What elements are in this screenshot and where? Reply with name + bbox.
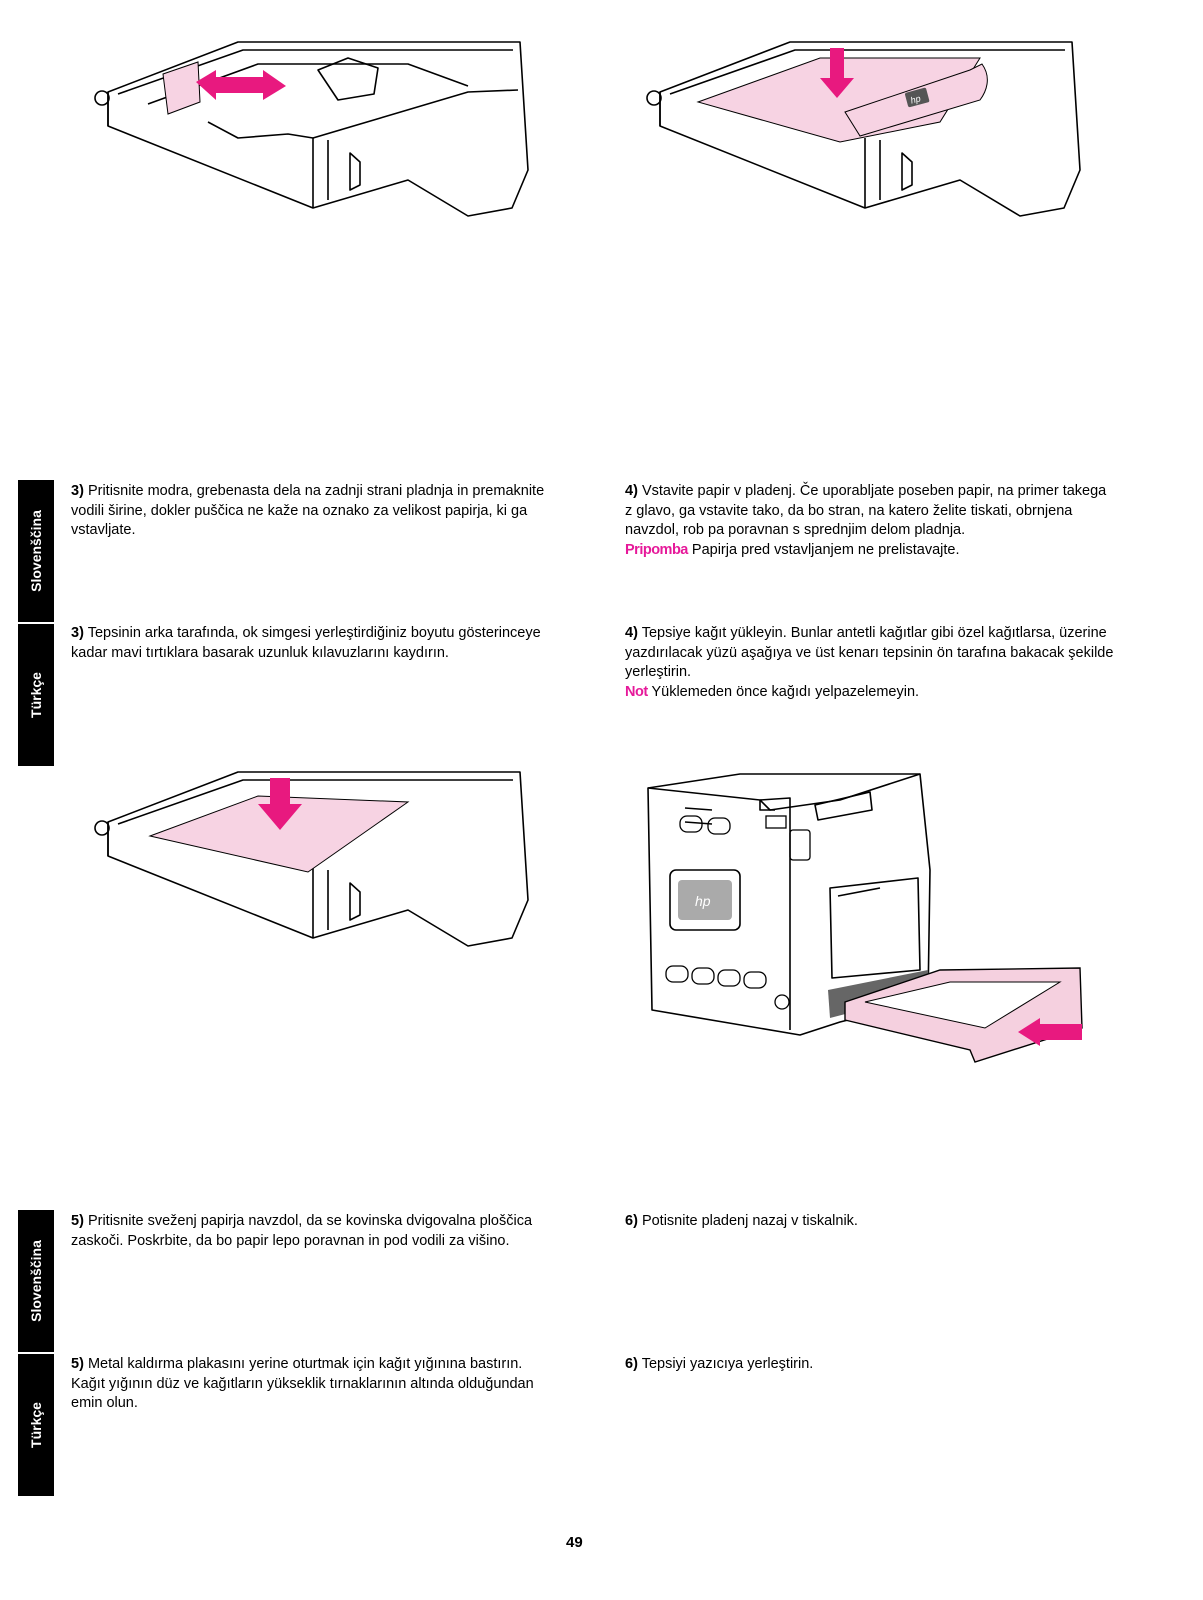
step-text: Pritisnite sveženj papirja navzdol, da s… — [71, 1213, 533, 1249]
step-text: Vstavite papir v pladenj. Če uporabljate… — [625, 483, 1107, 538]
tray-load-paper-illustration: hp — [646, 41, 1081, 217]
note-label: Not — [625, 683, 648, 700]
step-number: 4) — [625, 625, 638, 641]
step-5-sl: 5) Pritisnite sveženj papirja navzdol, d… — [71, 1212, 551, 1251]
step-text: Tepsiyi yazıcıya yerleştirin. — [641, 1356, 814, 1372]
step-number: 6) — [625, 1356, 638, 1372]
tab-slovenscina-bottom: Slovenščina — [18, 1210, 54, 1352]
note-text: Papirja pred vstavljanjem ne prelistavaj… — [691, 541, 960, 558]
step-4-sl: 4) Vstavite papir v pladenj. Če uporablj… — [625, 482, 1115, 560]
magenta-left-arrow — [1018, 1018, 1082, 1046]
step-number: 6) — [625, 1213, 638, 1229]
paper-stack — [148, 795, 410, 873]
step-number: 4) — [625, 483, 638, 499]
side-guide-pink — [162, 61, 201, 115]
step-text: Pritisnite modra, grebenasta dela na zad… — [71, 483, 545, 538]
step-number: 5) — [71, 1213, 84, 1229]
note-text: Yüklemeden önce kağıdı yelpazelemeyin. — [651, 683, 920, 700]
step-4-tr: 4) Tepsiye kağıt yükleyin. Bunlar antetl… — [625, 624, 1115, 702]
step-number: 5) — [71, 1356, 84, 1372]
tray-press-paper-illustration — [94, 771, 529, 947]
step-text: Tepsiye kağıt yükleyin. Bunlar antetli k… — [625, 625, 1114, 680]
tab-turkce-top: Türkçe — [18, 624, 54, 766]
tray-adjust-guides-illustration — [94, 41, 529, 217]
step-3-tr: 3) Tepsinin arka tarafında, ok simgesi y… — [71, 624, 551, 663]
printer-insert-tray-illustration: hp — [647, 773, 1083, 1063]
step-text: Metal kaldırma plakasını yerine oturtmak… — [71, 1356, 534, 1411]
tab-turkce-bottom: Türkçe — [18, 1354, 54, 1496]
step-number: 3) — [71, 625, 84, 641]
note-label: Pripomba — [625, 541, 688, 558]
tab-slovenscina-top: Slovenščina — [18, 480, 54, 622]
magenta-double-arrow — [196, 70, 286, 100]
step-5-tr: 5) Metal kaldırma plakasını yerine oturt… — [71, 1355, 551, 1414]
tab-label: Türkçe — [28, 1402, 44, 1448]
step-number: 3) — [71, 483, 84, 499]
step-text: Potisnite pladenj nazaj v tiskalnik. — [641, 1213, 858, 1229]
step-6-tr: 6) Tepsiyi yazıcıya yerleştirin. — [625, 1355, 1115, 1375]
magenta-down-arrow — [258, 778, 302, 830]
tab-label: Türkçe — [28, 672, 44, 718]
tab-label: Slovenščina — [28, 1240, 44, 1322]
step-6-sl: 6) Potisnite pladenj nazaj v tiskalnik. — [625, 1212, 1115, 1232]
tab-label: Slovenščina — [28, 510, 44, 592]
hp-paper-logo: hp — [909, 93, 921, 105]
step-text: Tepsinin arka tarafında, ok simgesi yerl… — [71, 625, 541, 661]
step-3-sl: 3) Pritisnite modra, grebenasta dela na … — [71, 482, 551, 541]
hp-printer-logo: hp — [695, 893, 711, 909]
magenta-down-arrow — [820, 48, 854, 98]
page-number: 49 — [566, 1534, 583, 1551]
